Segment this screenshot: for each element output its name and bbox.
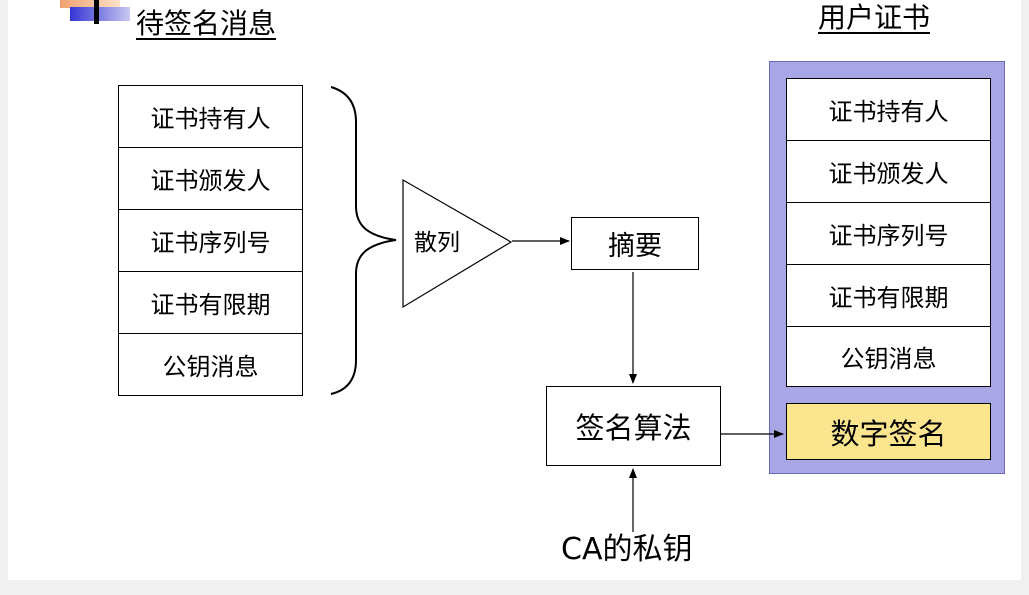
message-field-issuer: 证书颁发人 bbox=[118, 147, 303, 210]
certificate-field-public-key: 公钥消息 bbox=[786, 326, 991, 387]
hash-label: 散列 bbox=[414, 230, 460, 256]
hash-function-triangle bbox=[402, 178, 513, 309]
diagram-canvas: 待签名消息 用户证书 证书持有人 证书颁发人 证书序列号 证书有限期 公钥消息 … bbox=[8, 0, 1021, 580]
message-field-validity: 证书有限期 bbox=[118, 271, 303, 334]
certificate-field-holder: 证书持有人 bbox=[786, 78, 991, 141]
certificate-field-validity: 证书有限期 bbox=[786, 264, 991, 327]
message-field-holder: 证书持有人 bbox=[118, 85, 303, 148]
grouping-brace bbox=[330, 86, 397, 395]
decorative-black-bar bbox=[94, 0, 99, 24]
digital-signature-box: 数字签名 bbox=[786, 403, 991, 460]
message-field-serial: 证书序列号 bbox=[118, 209, 303, 272]
diagram-connectors bbox=[330, 86, 784, 532]
decorative-orange-bar bbox=[60, 0, 120, 8]
signing-algorithm-box: 签名算法 bbox=[546, 386, 721, 466]
certificate-field-serial: 证书序列号 bbox=[786, 202, 991, 265]
certificate-field-issuer: 证书颁发人 bbox=[786, 140, 991, 203]
certificate-title: 用户证书 bbox=[818, 1, 931, 34]
message-title: 待签名消息 bbox=[136, 7, 277, 40]
decorative-blue-bar bbox=[70, 7, 130, 21]
digest-box: 摘要 bbox=[571, 217, 699, 270]
message-field-public-key: 公钥消息 bbox=[118, 333, 303, 396]
ca-private-key-label: CA的私钥 bbox=[561, 532, 693, 567]
